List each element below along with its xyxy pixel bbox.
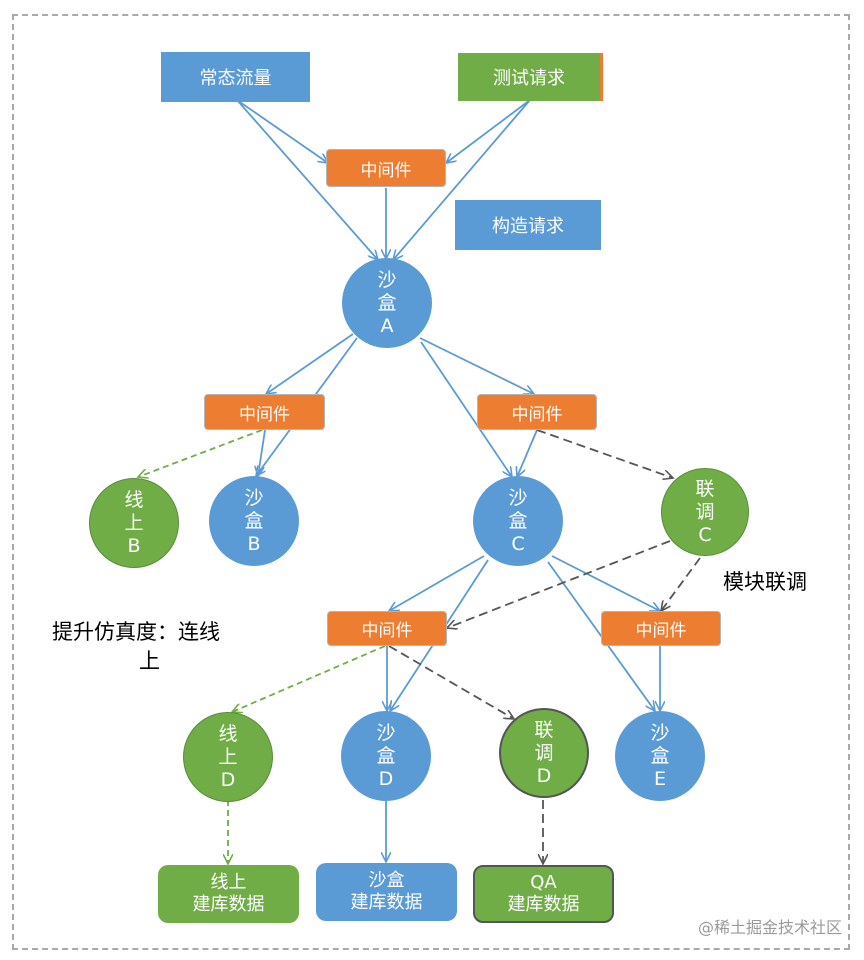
edge-test-to-sandbox-a: [393, 99, 531, 260]
sandbox-c-node: 沙 盒 C: [473, 476, 563, 566]
sandbox-data-store-line1: 沙盒: [368, 870, 405, 891]
middleware-top: 中间件: [326, 149, 446, 187]
normal-traffic-box: 常态流量: [161, 52, 310, 102]
sandbox-d-line2: 盒: [376, 744, 396, 767]
sandbox-a-line3: A: [380, 314, 394, 337]
module-joint-annotation: 模块联调: [723, 570, 807, 594]
edge-mw-low-left-to-online-d: [232, 645, 386, 712]
joint-c-node: 联 调 C: [661, 468, 749, 556]
online-d-line1: 线: [218, 722, 238, 745]
sandbox-d-line1: 沙: [376, 721, 396, 744]
joint-d-line1: 联: [534, 718, 554, 741]
online-data-store-line2: 建库数据: [192, 894, 265, 915]
edge-test-to-mw-top: [446, 99, 531, 163]
edge-mw-left-to-sandbox-b: [258, 429, 266, 476]
middleware-left: 中间件: [204, 394, 325, 430]
joint-c-line1: 联: [695, 477, 715, 500]
sandbox-c-line3: C: [511, 532, 525, 555]
online-d-line3: D: [220, 768, 236, 791]
sandbox-c-line2: 盒: [508, 509, 528, 532]
test-request-box: 测试请求: [458, 53, 603, 101]
qa-data-store-line2: 建库数据: [507, 894, 580, 915]
dashed-frame: [12, 14, 850, 950]
sandbox-data-store-line2: 建库数据: [350, 892, 423, 913]
edge-mw-right-to-sandbox-c: [517, 429, 538, 477]
normal-traffic-label: 常态流量: [199, 68, 272, 89]
edge-joint-c-to-mw-low-left: [447, 540, 671, 628]
sandbox-a-line1: 沙: [377, 268, 397, 291]
sandbox-e-line2: 盒: [650, 744, 670, 767]
online-data-store: 线上 建库数据: [158, 865, 299, 923]
sandbox-b-line1: 沙: [244, 486, 264, 509]
online-b-line2: 上: [124, 511, 144, 534]
construct-request-label: 构造请求: [492, 216, 564, 237]
middleware-right-label: 中间件: [511, 404, 563, 425]
sandbox-d-line3: D: [378, 767, 394, 790]
edge-c-to-mw-low-right: [551, 555, 660, 611]
middleware-top-label: 中间件: [360, 160, 412, 181]
sandbox-d-node: 沙 盒 D: [341, 711, 431, 801]
sandbox-c-line1: 沙: [508, 486, 528, 509]
online-b-line1: 线: [124, 488, 144, 511]
online-d-node: 线 上 D: [183, 712, 273, 802]
sandbox-b-line2: 盒: [244, 509, 264, 532]
fidelity-annotation-line2: 上: [139, 649, 160, 673]
edge-normal-to-mw-top: [236, 99, 328, 163]
edge-mw-low-left-to-joint-d: [388, 645, 514, 719]
middleware-left-label: 中间件: [239, 404, 290, 425]
edge-a-to-mw-right: [419, 337, 534, 394]
edge-a-to-sandbox-c: [420, 341, 512, 477]
online-b-line3: B: [127, 534, 141, 557]
qa-data-store: QA 建库数据: [473, 865, 614, 923]
online-d-line2: 上: [218, 745, 238, 768]
joint-c-line2: 调: [695, 500, 715, 523]
edge-joint-c-to-mw-low-right: [661, 557, 701, 611]
construct-request-box: 构造请求: [455, 200, 601, 250]
sandbox-b-line3: B: [247, 532, 261, 555]
online-b-node: 线 上 B: [89, 478, 179, 568]
edge-a-to-mw-left: [266, 333, 354, 394]
sandbox-e-line1: 沙: [650, 721, 670, 744]
online-data-store-line1: 线上: [210, 872, 247, 893]
sandbox-data-store: 沙盒 建库数据: [316, 863, 457, 921]
sandbox-a-line2: 盒: [377, 291, 397, 314]
watermark: @稀土掘金技术社区: [697, 918, 842, 937]
joint-d-line2: 调: [534, 741, 554, 764]
middleware-low-right-label: 中间件: [635, 621, 687, 641]
sandbox-a-node: 沙 盒 A: [342, 258, 432, 348]
sandbox-e-node: 沙 盒 E: [615, 711, 705, 801]
middleware-low-right: 中间件: [601, 611, 721, 646]
edge-mw-right-to-joint-c: [536, 429, 673, 478]
sandbox-e-line3: E: [653, 767, 666, 790]
middleware-low-left: 中间件: [327, 611, 447, 646]
sandbox-b-node: 沙 盒 B: [209, 476, 299, 566]
middleware-right: 中间件: [477, 394, 597, 430]
edge-c-to-mw-low-left: [389, 555, 485, 611]
edge-normal-to-sandbox-a: [236, 99, 378, 260]
fidelity-annotation-line1: 提升仿真度：连线: [52, 620, 220, 644]
joint-d-node: 联 调 D: [499, 708, 589, 798]
qa-data-store-line1: QA: [530, 872, 557, 893]
middleware-low-left-label: 中间件: [361, 621, 413, 641]
joint-d-line3: D: [536, 764, 552, 787]
test-request-label: 测试请求: [493, 68, 565, 89]
edge-mw-left-to-online-b: [138, 429, 263, 477]
joint-c-line3: C: [698, 523, 712, 546]
